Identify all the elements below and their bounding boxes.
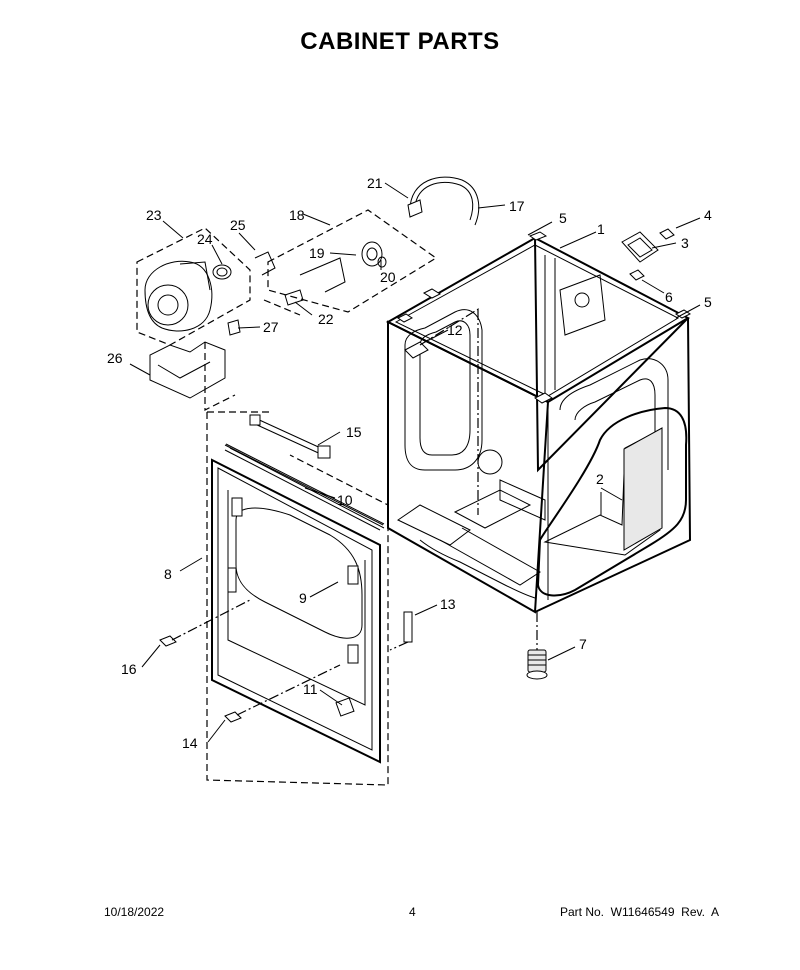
callout-1: 1 bbox=[597, 221, 605, 237]
callout-9: 9 bbox=[299, 590, 307, 606]
page-title: CABINET PARTS bbox=[300, 28, 500, 55]
door-switch bbox=[389, 611, 413, 651]
wire-harness bbox=[249, 414, 331, 459]
leader-lines bbox=[129, 182, 701, 743]
callout-19: 19 bbox=[309, 245, 325, 261]
callout-5-top: 5 bbox=[559, 210, 567, 226]
footer-date: 10/18/2022 bbox=[104, 905, 165, 919]
callout-13: 13 bbox=[440, 596, 456, 612]
leveling-leg bbox=[526, 649, 548, 680]
callout-14: 14 bbox=[182, 735, 198, 751]
front-seal-strip bbox=[225, 443, 385, 529]
callout-18: 18 bbox=[289, 207, 305, 223]
callout-10: 10 bbox=[337, 492, 353, 508]
callout-3: 3 bbox=[681, 235, 689, 251]
callout-labels: 1 2 3 4 5 5 6 7 8 9 10 11 12 13 14 15 16… bbox=[107, 175, 712, 751]
callout-8: 8 bbox=[164, 566, 172, 582]
callout-27: 27 bbox=[263, 319, 279, 335]
callout-7: 7 bbox=[579, 636, 587, 652]
cabinet-assembly bbox=[385, 231, 692, 650]
motor-mount bbox=[149, 341, 236, 411]
callout-24: 24 bbox=[197, 231, 213, 247]
callout-21: 21 bbox=[367, 175, 383, 191]
callout-4: 4 bbox=[704, 207, 712, 223]
callout-25: 25 bbox=[230, 217, 246, 233]
side-panel-part-2 bbox=[536, 406, 688, 597]
callout-11: 11 bbox=[303, 681, 318, 697]
callout-20: 20 bbox=[380, 269, 396, 285]
callout-5-right: 5 bbox=[704, 294, 712, 310]
callout-17: 17 bbox=[509, 198, 525, 214]
callout-26: 26 bbox=[107, 350, 123, 366]
callout-12: 12 bbox=[447, 322, 463, 338]
callout-6: 6 bbox=[665, 289, 673, 305]
top-bracket bbox=[621, 228, 675, 281]
callout-16: 16 bbox=[121, 661, 137, 677]
front-panel-assembly bbox=[206, 411, 389, 786]
motor-assembly bbox=[136, 227, 276, 346]
callout-23: 23 bbox=[146, 207, 162, 223]
callout-2: 2 bbox=[596, 471, 604, 487]
callout-22: 22 bbox=[318, 311, 334, 327]
footer-page-number: 4 bbox=[409, 905, 416, 919]
drive-belt bbox=[407, 176, 480, 226]
footer-part-number: Part No. W11646549 Rev. A bbox=[560, 905, 719, 919]
screws bbox=[159, 307, 481, 723]
callout-15: 15 bbox=[346, 424, 362, 440]
idler-assembly bbox=[263, 209, 438, 316]
